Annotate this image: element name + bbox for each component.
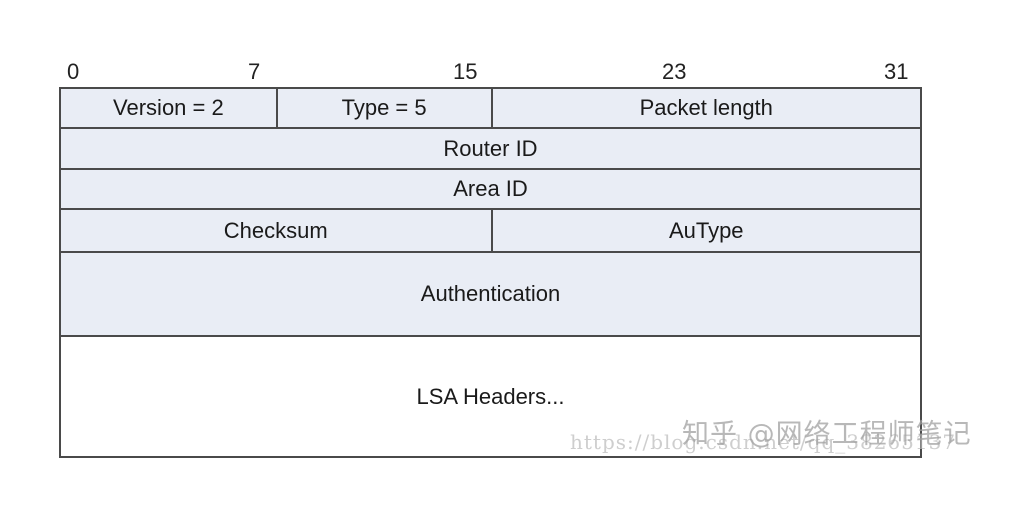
authentication-field: Authentication — [61, 253, 920, 335]
packet-length-field: Packet length — [490, 89, 920, 127]
bit-label-23: 23 — [662, 59, 687, 84]
ospf-packet-diagram: Version = 2 Type = 5 Packet length Route… — [59, 87, 922, 458]
router-id-field: Router ID — [61, 129, 920, 168]
header-row-5: Authentication — [61, 253, 920, 337]
checksum-field: Checksum — [61, 210, 491, 251]
header-row-3: Area ID — [61, 170, 920, 210]
body-row: LSA Headers... — [61, 337, 920, 458]
watermark-url: https://blog.csdn.net/qq_38265137 — [570, 430, 957, 454]
lsa-headers-field: LSA Headers... — [61, 337, 920, 456]
version-field: Version = 2 — [61, 89, 276, 127]
bit-label-15: 15 — [453, 59, 478, 84]
bit-label-31: 31 — [884, 59, 909, 84]
header-row-4: Checksum AuType — [61, 210, 920, 253]
header-row-1: Version = 2 Type = 5 Packet length — [61, 89, 920, 129]
autype-field: AuType — [490, 210, 920, 251]
type-field: Type = 5 — [275, 89, 491, 127]
header-row-2: Router ID — [61, 129, 920, 170]
bit-label-7: 7 — [248, 59, 261, 84]
watermark-brand: 知乎 @网络工程师笔记 — [682, 419, 972, 450]
bit-label-0: 0 — [67, 59, 80, 84]
area-id-field: Area ID — [61, 170, 920, 208]
